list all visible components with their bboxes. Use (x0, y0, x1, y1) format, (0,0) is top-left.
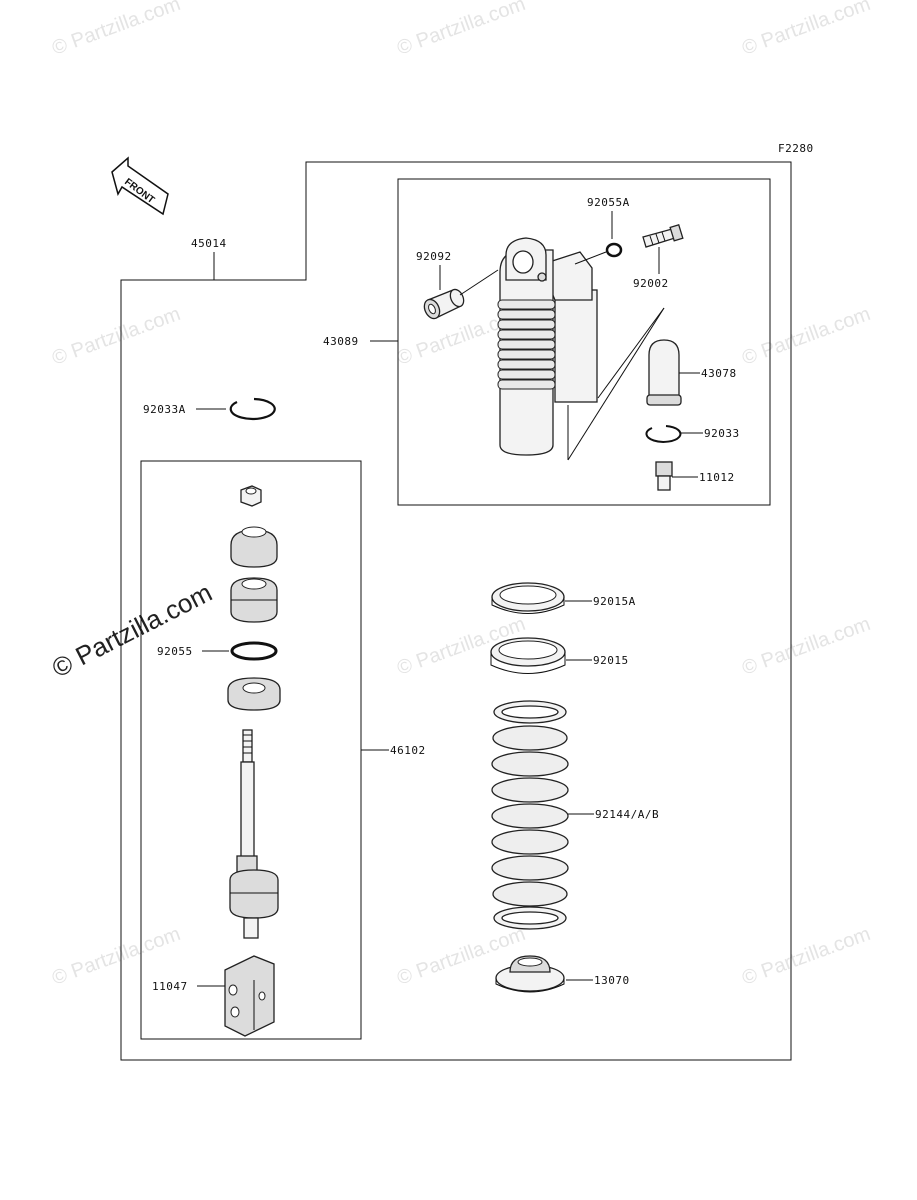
damper-rod-icon (229, 729, 279, 939)
shock-bolt-icon (537, 272, 547, 282)
watermark-text: © Partzilla.com (49, 303, 183, 370)
label-92092: 92092 (416, 250, 452, 263)
label-43089: 43089 (323, 335, 359, 348)
label-92033: 92033 (704, 427, 740, 440)
watermark-text: © Partzilla.com (394, 0, 528, 60)
watermark-text: © Partzilla.com (739, 0, 873, 60)
nut-icon (240, 485, 262, 507)
watermark-text: © Partzilla.com (739, 613, 873, 680)
o-ring-92055-icon (230, 641, 278, 661)
piston-lower-icon (230, 577, 278, 623)
label-92055: 92055 (157, 645, 193, 658)
spring-nut-92015-icon (490, 637, 566, 674)
watermark-text: © Partzilla.com (739, 303, 873, 370)
circlip-92033-icon (645, 425, 682, 443)
watermark-text: © Partzilla.com (739, 923, 873, 990)
label-92144: 92144/A/B (595, 808, 659, 821)
clevis-11047-icon (224, 955, 275, 1037)
main-assembly-outline (120, 161, 792, 1061)
leader-92092-b (459, 269, 499, 296)
coil-spring-92144-icon (491, 700, 569, 930)
valve-11012-icon (655, 461, 673, 491)
watermark-text: © Partzilla.com (49, 0, 183, 60)
spring-seat-13070-icon (495, 955, 565, 993)
spring-nut-92015A-icon (491, 582, 565, 614)
label-92055A: 92055A (587, 196, 630, 209)
label-11047: 11047 (152, 980, 188, 993)
diagram-code: F2280 (778, 142, 814, 155)
reservoir-tube (554, 289, 598, 403)
bushing-92092-icon (423, 288, 465, 320)
shock-eye-hole (512, 250, 534, 274)
label-46102: 46102 (390, 744, 426, 757)
label-13070: 13070 (594, 974, 630, 987)
seal-holder-icon (227, 677, 281, 711)
leader-92055A-b (574, 251, 607, 265)
label-92015: 92015 (593, 654, 629, 667)
label-92015A: 92015A (593, 595, 636, 608)
shock-body (497, 237, 598, 460)
cap-43078-icon (646, 339, 682, 406)
label-45014: 45014 (191, 237, 227, 250)
leader-reservoir-b (567, 307, 665, 461)
watermarks: © Partzilla.com © Partzilla.com © Partzi… (47, 0, 873, 990)
o-ring-92055A-icon (605, 242, 623, 258)
circlip-92033A-icon (229, 397, 276, 421)
label-92002: 92002 (633, 277, 669, 290)
label-11012: 11012 (699, 471, 735, 484)
front-arrow-icon: FRONT (111, 156, 169, 216)
reservoir-group-box (397, 178, 771, 506)
bolt-92002-icon (642, 224, 684, 248)
watermark-main: © Partzilla.com (47, 577, 217, 683)
label-43078: 43078 (701, 367, 737, 380)
piston-upper-icon (230, 526, 278, 568)
leader-reservoir-a (597, 307, 665, 399)
label-92033A: 92033A (143, 403, 186, 416)
bump-rubber-bellows (497, 299, 556, 390)
